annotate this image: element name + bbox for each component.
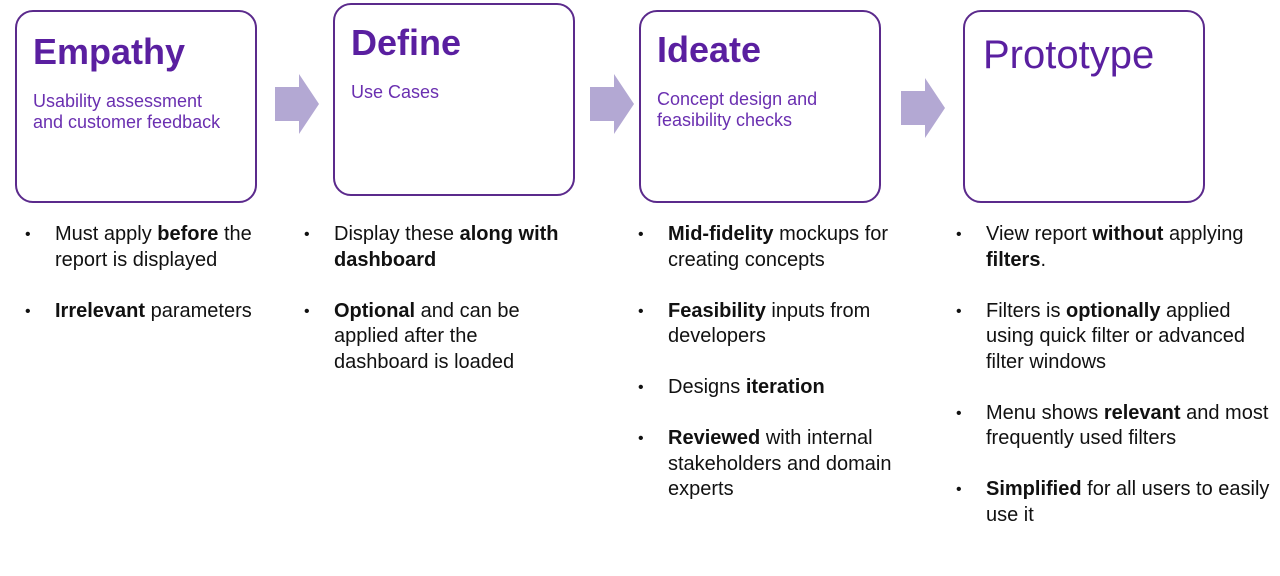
bullet-text: Must apply <box>55 223 158 245</box>
stage-box-ideate: Ideate Concept design and feasibility ch… <box>639 10 881 203</box>
bullet-text: inputs from developers <box>668 299 871 348</box>
bullet-item: • Optional and can be applied after the d… <box>304 299 574 376</box>
prototype-bullet-list: • View report without applying filters. • F… <box>956 222 1272 528</box>
bullet-item: • View report without applying filters. <box>956 222 1272 273</box>
bullet-text: and most frequently used filters <box>986 401 1269 450</box>
bullet-dot-icon: • <box>638 430 644 447</box>
bullet-item: • Filters is optionally applied using qui… <box>956 299 1272 376</box>
bullet-item: • Must apply before the report is display… <box>25 222 275 273</box>
bullet-dot-icon: • <box>956 481 962 498</box>
bullet-text-bold: iteration <box>745 376 825 398</box>
bullet-text-bold: Reviewed <box>668 427 761 449</box>
bullet-dot-icon: • <box>304 226 310 243</box>
bullet-text: View report <box>986 223 1093 245</box>
stage-box-empathy: Empathy Usability assessment and custome… <box>15 10 257 203</box>
define-bullet-list: • Display these along with dashboard • Opti… <box>304 222 574 375</box>
stage-subtitle-empathy: Usability assessment and customer feedba… <box>33 91 221 132</box>
ideate-bullet-list: • Mid-fidelity mockups for creating conce… <box>638 222 938 503</box>
stage-subtitle-define: Use Cases <box>351 82 440 102</box>
bullet-text-bold: without <box>1092 223 1164 245</box>
bullet-dot-icon: • <box>638 379 644 396</box>
bullet-text: mockups for creating concepts <box>668 223 889 271</box>
arrow-right-icon <box>901 78 945 138</box>
bullet-text-bold: Mid-fidelity <box>668 223 774 245</box>
bullet-dot-icon: • <box>638 226 644 243</box>
bullet-text: Designs <box>668 376 746 398</box>
stage-box-prototype: Prototype <box>963 10 1205 203</box>
bullet-text-bold: Feasibility <box>668 299 766 322</box>
bullet-item: • Feasibility inputs from developers <box>638 299 938 350</box>
bullet-text: applied using quick filter or advanced f… <box>986 299 1246 373</box>
bullet-text: the report is displayed <box>55 223 252 271</box>
bullet-item: • Reviewed with internal stakeholders and… <box>638 426 938 503</box>
arrow-right-icon <box>275 74 319 134</box>
empathy-bullet-list: • Must apply before the report is display… <box>25 222 275 324</box>
bullet-text-bold: optionally <box>1066 299 1161 322</box>
bullet-text: and can be applied after the dashboard i… <box>334 299 520 373</box>
bullet-text: Menu shows <box>986 401 1104 424</box>
bullet-text: . <box>1040 248 1047 271</box>
bullet-text-bold: along with dashboard <box>334 223 559 271</box>
bullet-text-bold: before <box>157 223 219 245</box>
bullet-text: Display these <box>334 223 460 245</box>
stage-title-empathy: Empathy <box>33 31 186 72</box>
bullet-item: • Designs iteration <box>638 375 938 401</box>
bullet-dot-icon: • <box>638 302 644 320</box>
bullet-text: for all users to easily use it <box>986 478 1270 526</box>
bullet-dot-icon: • <box>956 226 962 243</box>
bullet-text-bold: filters <box>986 248 1041 271</box>
bullet-dot-icon: • <box>25 226 31 243</box>
bullet-text: with internal stakeholders and domain ex… <box>668 427 892 500</box>
bullet-text-bold: Irrelevant <box>55 299 146 322</box>
stage-subtitle-ideate: Concept design and feasibility checks <box>657 89 818 130</box>
stage-title-prototype: Prototype <box>983 33 1155 77</box>
bullet-text: Filters is <box>986 299 1066 322</box>
bullet-text-bold: Optional <box>334 299 416 322</box>
bullet-text-bold: Simplified <box>986 478 1082 500</box>
bullet-dot-icon: • <box>956 404 962 422</box>
bullet-dot-icon: • <box>25 302 31 320</box>
bullet-text: parameters <box>145 299 252 322</box>
bullet-text: applying <box>1163 223 1244 245</box>
bullet-item: • Menu shows relevant and most frequently… <box>956 401 1272 452</box>
stage-title-ideate: Ideate <box>657 29 762 70</box>
bullet-item: • Display these along with dashboard <box>304 222 574 273</box>
bullet-text-bold: relevant <box>1103 401 1181 424</box>
bullet-dot-icon: • <box>956 302 962 320</box>
bullet-dot-icon: • <box>304 302 310 320</box>
bullet-item: • Mid-fidelity mockups for creating conce… <box>638 222 938 273</box>
stage-title-define: Define <box>351 22 462 63</box>
bullet-item: • Simplified for all users to easily use … <box>956 477 1272 528</box>
arrow-right-icon <box>590 74 634 134</box>
stage-box-define: Define Use Cases <box>333 3 575 196</box>
bullet-item: • Irrelevant parameters <box>25 299 275 325</box>
